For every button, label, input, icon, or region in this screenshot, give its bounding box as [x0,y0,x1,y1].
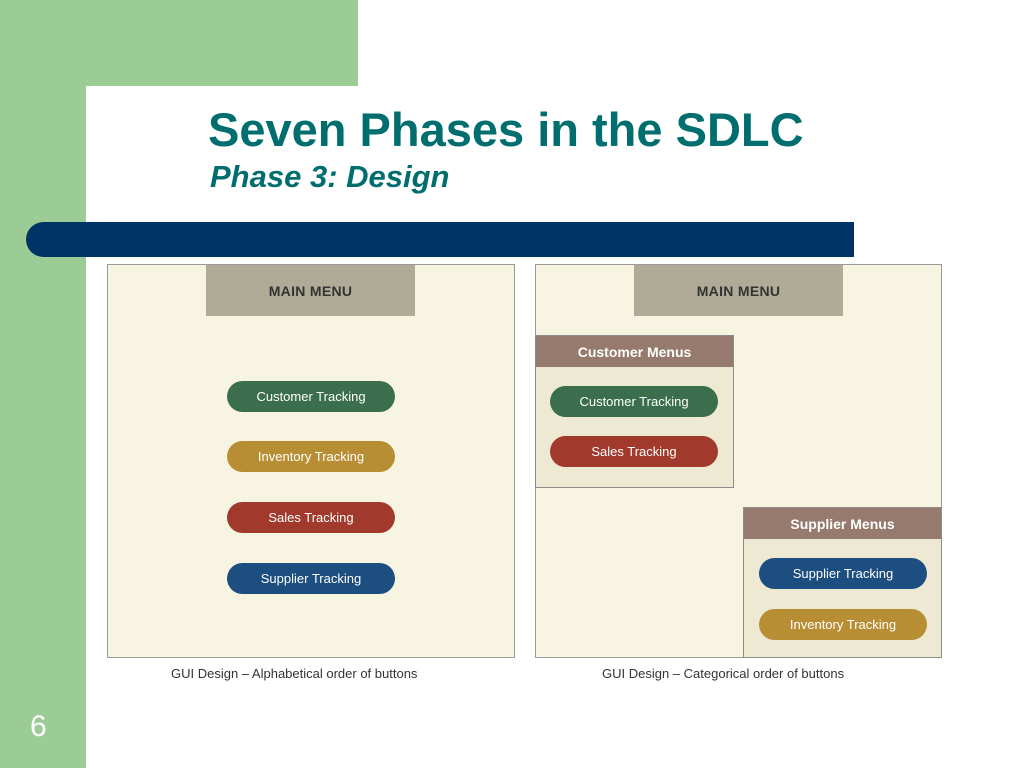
inventory-tracking-button[interactable]: Inventory Tracking [759,609,927,640]
top-accent-block [0,0,358,86]
main-menu-header: MAIN MENU [206,265,415,316]
customer-tracking-button[interactable]: Customer Tracking [227,381,395,412]
content-corner [86,86,130,130]
alphabetical-caption: GUI Design – Alphabetical order of butto… [171,666,418,681]
sales-tracking-button[interactable]: Sales Tracking [550,436,718,467]
customer-menus-header: Customer Menus [536,336,733,367]
sales-tracking-button[interactable]: Sales Tracking [227,502,395,533]
alphabetical-gui-panel: MAIN MENU Customer Tracking Inventory Tr… [107,264,515,658]
categorical-caption: GUI Design – Categorical order of button… [602,666,845,681]
slide-title: Seven Phases in the SDLC [208,103,804,156]
customer-tracking-button[interactable]: Customer Tracking [550,386,718,417]
left-accent-strip [0,0,86,768]
page-number: 6 [30,710,47,743]
supplier-tracking-button[interactable]: Supplier Tracking [227,563,395,594]
slide-subtitle: Phase 3: Design [210,159,450,194]
title-divider-bar [26,222,854,257]
customer-menus-group: Customer Menus Customer Tracking Sales T… [535,335,734,488]
supplier-tracking-button[interactable]: Supplier Tracking [759,558,927,589]
categorical-gui-panel: MAIN MENU Customer Menus Customer Tracki… [535,264,942,658]
supplier-menus-header: Supplier Menus [744,508,941,539]
main-menu-header: MAIN MENU [634,265,843,316]
inventory-tracking-button[interactable]: Inventory Tracking [227,441,395,472]
supplier-menus-group: Supplier Menus Supplier Tracking Invento… [743,507,942,658]
